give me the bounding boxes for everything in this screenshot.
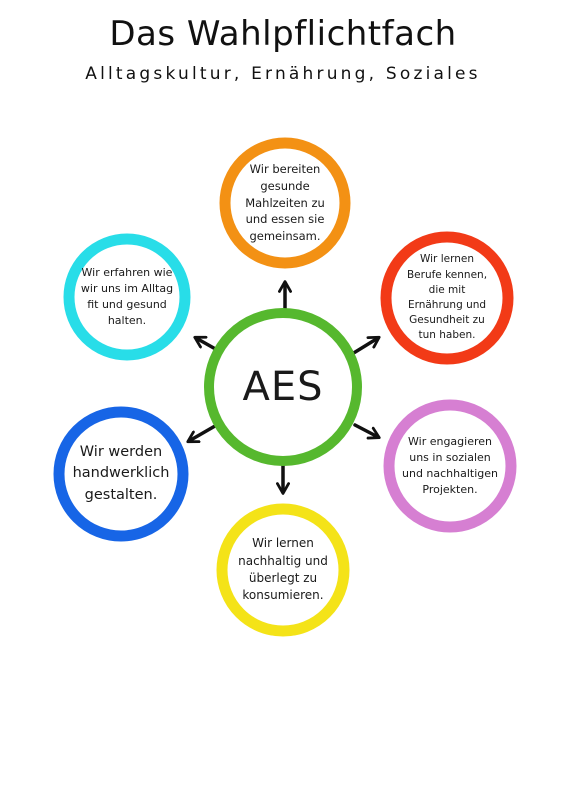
node-konsum-circle [216,503,350,637]
node-konsum-text: Wir lernen nachhaltig und überlegt zu ko… [238,536,328,603]
circles-group [53,137,517,637]
node-projekte-circle [383,399,517,533]
page-title: Das Wahlpflichtfach [109,14,457,54]
node-handwerk-text: Wir werden handwerklich gestalten. [72,444,170,503]
node-projekte-text: Wir engagieren uns in sozialen und nachh… [402,435,499,496]
center-circle [204,308,362,466]
arrow-down-right-icon [353,423,381,440]
node-berufe-circle [380,231,514,365]
node-fit-gesund-circle [63,233,191,361]
arrow-down-left-icon [186,424,217,444]
node-berufe-text: Wir lernen Berufe kennen, die mit Ernähr… [406,253,488,342]
node-fit-gesund-text: Wir erfahren wie wir uns im Alltag fit u… [80,266,174,327]
arrow-up-right-icon [350,335,381,356]
center-label: AES [242,364,324,410]
node-handwerk-circle [53,406,189,542]
node-mahlzeiten-circle [219,137,351,269]
page-subtitle: Alltagskultur, Ernährung, Soziales [85,64,481,84]
node-mahlzeiten-text: Wir bereiten gesunde Mahlzeiten zu und e… [245,162,325,243]
